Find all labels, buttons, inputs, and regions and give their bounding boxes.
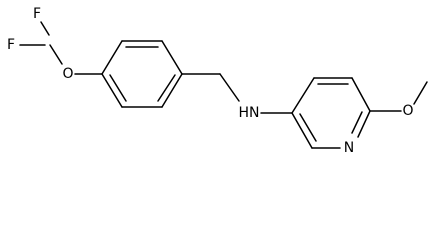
benzene-bond: [101, 40, 123, 75]
fluorine-top-atom-label: F: [33, 6, 41, 22]
benzylamine-linker: [181, 73, 293, 114]
benzene-inner-double-bond: [157, 74, 176, 102]
benzene-bond: [161, 40, 183, 75]
chemical-structure: F F O HN N O: [7, 6, 428, 155]
bond-chf2-to-oxygen: [49, 44, 63, 65]
methoxy-oxygen-atom-label: O: [402, 103, 413, 119]
pyridine-nitrogen-atom-label: N: [344, 140, 354, 155]
pyridine-inner-double-bond: [351, 111, 363, 134]
amine-nitrogen-atom-label: HN: [239, 105, 260, 121]
bond-methoxy-oxygen-to-methyl: [413, 81, 428, 105]
pyridine-inner-double-bond: [299, 113, 317, 142]
benzene-bond: [101, 73, 123, 108]
methoxy-group: [369, 81, 428, 112]
pyridine-bond: [351, 77, 371, 112]
pyridine-bond: [291, 77, 315, 114]
pyridine-bond: [291, 112, 313, 149]
benzene-ring: [101, 40, 183, 108]
bond-ch2-to-nh: [219, 73, 240, 102]
pyridine-ring: [291, 77, 371, 149]
benzene-bond: [161, 73, 183, 108]
ether-oxygen-atom-label: O: [62, 66, 73, 82]
fluorine-left-atom-label: F: [7, 37, 15, 53]
difluoromethoxy-group: [19, 21, 103, 75]
benzene-inner-double-bond: [109, 74, 127, 102]
pyridine-bond: [357, 110, 371, 138]
bond-f-top-to-chf2: [40, 21, 50, 36]
